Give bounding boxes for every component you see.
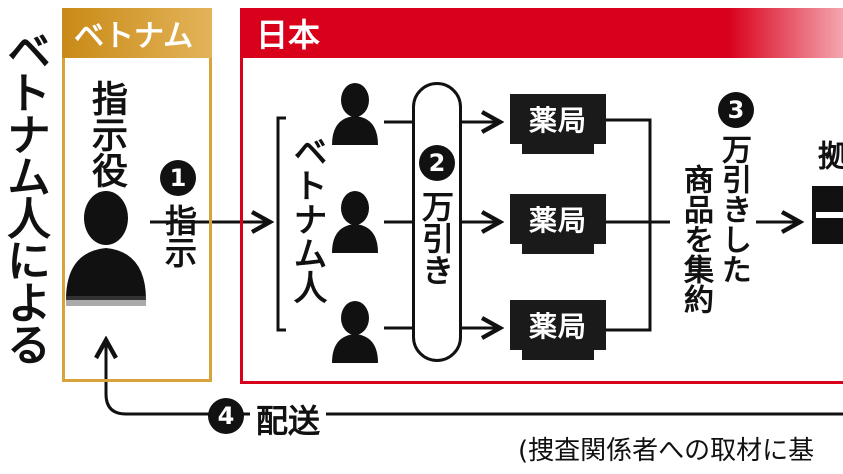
step-3-label-col1: 万引きした	[716, 134, 751, 284]
delivery-arrow	[106, 340, 843, 416]
commander-person-icon	[66, 191, 146, 306]
step-3-badge: 3	[718, 92, 754, 128]
pharmacy-2-base	[522, 244, 594, 254]
step-4-label: 配送	[250, 396, 327, 442]
group-bracket	[276, 116, 286, 332]
pharmacy-1-base	[522, 144, 594, 154]
pharmacy-1: 薬局	[510, 94, 606, 144]
vietnam-header: ベトナム	[62, 8, 212, 58]
hub-building-icon	[812, 186, 843, 244]
collection-bracket	[606, 118, 652, 332]
diagram-side-title: ベトナム人による	[0, 28, 50, 364]
step-1-label: 指示	[160, 204, 198, 268]
step-1-badge: 1	[160, 160, 196, 196]
step-3-label-col2: 商品を集約	[678, 164, 713, 314]
japan-header: 日本	[240, 8, 843, 58]
pharmacy-2: 薬局	[510, 194, 606, 244]
pharmacy-3-base	[522, 350, 594, 360]
shoplifting-pill	[412, 82, 462, 362]
person-icon-3	[332, 301, 378, 363]
step-4-badge: 4	[208, 398, 244, 434]
person-icon-1	[332, 83, 378, 145]
source-note: (捜査関係者への取材に基	[518, 436, 815, 466]
hub-label: 拠	[812, 140, 843, 170]
step-2-badge: 2	[419, 145, 455, 181]
group-label: ベトナム人	[287, 134, 327, 304]
step-2-label: 万引き	[417, 190, 455, 286]
commander-label: 指示役	[86, 80, 127, 188]
person-icon-2	[332, 191, 378, 253]
vietnam-panel	[62, 8, 212, 382]
pharmacy-3: 薬局	[510, 300, 606, 350]
